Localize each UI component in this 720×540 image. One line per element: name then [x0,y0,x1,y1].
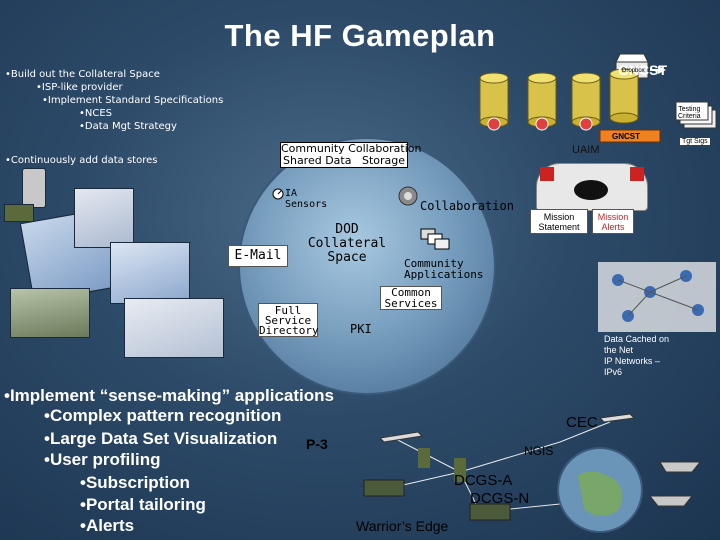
red-flag-icon [540,167,554,181]
bullet-item: •Portal tailoring [80,495,206,514]
tgt-sigs-label: Tgt Sigs [680,138,710,145]
dcgs-a-label: DCGS-A [454,472,513,489]
full-service-directory-box: Full Service Directory [258,303,319,337]
bullet-item: •Large Data Set Visualization [44,429,278,448]
ia-sensors-label: IA Sensors [285,188,328,210]
sense-making-bullet: •Implement “sense-making” applications [4,386,334,405]
mission-alerts-box: Mission Alerts [592,209,634,234]
ship-icon [648,495,694,507]
ship-icon [659,461,702,473]
drop-label: Dropbox [622,68,645,74]
network-diagram-icon [124,298,224,358]
red-flag-icon [630,167,644,181]
bullet-item: •Complex pattern recognition [44,406,282,425]
warriors-edge-network [363,413,702,533]
warriors-edge-label: Warrior’s Edge [356,518,449,534]
bullet-item: •Data Mgt Strategy [79,121,177,132]
gncst-label: GNCST [618,62,667,78]
ngis-label: NGIS [524,444,554,458]
continuous-bullet: •Continuously add data stores [5,155,158,166]
community-applications-label: Community Applications [404,257,484,281]
globe-icon [557,447,643,533]
bullet-item: •Build out the Collateral Space [5,69,160,80]
operator-icon [574,180,608,200]
database-cylinder-icon [479,72,509,131]
gncst-small-label: GNCST [612,132,640,141]
soldier-icon [4,204,34,222]
soldier-icon [418,448,430,468]
uaim-label: UAIM [572,144,600,156]
page-title: The HF Gameplan [224,18,496,53]
database-cylinder-icon [571,72,601,131]
testing-criteria-label: Testing Criteria [678,106,701,120]
bullet-item: •Subscription [80,473,190,492]
document-stack-icon [675,101,717,129]
web-page-screenshot-icon [74,188,134,248]
vehicle-icon [469,503,511,521]
collaboration-label: Collaboration [420,199,514,213]
pki-label: PKI [350,322,372,336]
build-out-bullet-list: •Build out the Collateral Space •ISP-lik… [5,68,223,133]
network-gear-icon [396,184,420,213]
bullet-item: •Implement Standard Specifications [42,95,224,106]
bullet-item: •ISP-like provider [36,82,123,93]
vehicle-photo-icon [10,288,90,338]
soldier-icon [454,458,466,482]
data-store-graphic [479,53,717,143]
data-cached-label: Data Cached on the Net IP Networks – IPv… [604,334,670,377]
sensor-icon [272,187,284,205]
cec-label: CEC [566,414,598,431]
aircraft-icon [598,413,636,423]
bullet-item: •NCES [79,108,113,119]
bullet-item: •Alerts [80,516,135,535]
database-cylinder-icon [609,68,639,124]
database-cylinder-icon [527,72,557,131]
application-screenshot-icon [110,242,190,304]
dcgs-n-label: DCGS-N [470,490,530,507]
network-collage [598,262,716,332]
email-box: E-Mail [228,245,288,267]
application-windows-icon [420,228,450,255]
dod-collateral-space-label: DOD Collateral Space [307,222,387,265]
mission-statement-box: Mission Statement [530,209,588,234]
community-collaboration-banner: Community Collaboration Shared Data Stor… [280,142,422,168]
aircraft-icon [378,431,424,443]
common-services-box: Common Services [380,286,442,310]
vehicle-icon [363,479,405,497]
pda-device-icon [22,168,46,208]
p3-label: P-3 [306,436,328,452]
bullet-item: •User profiling [44,450,161,469]
